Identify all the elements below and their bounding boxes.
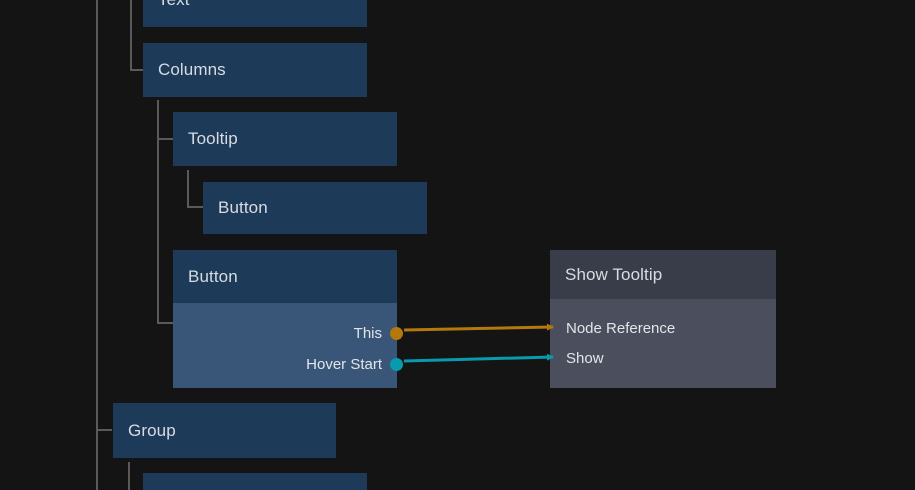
- node-button-body: This Hover Start: [173, 303, 403, 388]
- node-group[interactable]: Group: [113, 403, 336, 458]
- tree-line-level2-spine: [130, 0, 132, 71]
- tree-line-root-spine: [96, 0, 98, 490]
- node-partial-bottom[interactable]: [143, 473, 367, 490]
- this-pin-dot[interactable]: [390, 326, 403, 340]
- output-pin-this[interactable]: This: [353, 323, 403, 343]
- output-pin-hover-start[interactable]: Hover Start: [306, 354, 403, 374]
- node-group-title: Group: [113, 403, 336, 458]
- tree-line-stub-button: [157, 322, 173, 324]
- node-button[interactable]: Button This Hover Start: [173, 250, 403, 388]
- node-show-tooltip-title: Show Tooltip: [550, 250, 776, 299]
- edge-hover-start-to-show: [403, 353, 554, 363]
- tree-line-level4-spine: [187, 170, 189, 208]
- input-pin-show[interactable]: Show: [550, 348, 604, 368]
- tree-line-group-spine: [128, 462, 130, 490]
- node-partial-bottom-title: [143, 473, 367, 490]
- node-button-title: Button: [173, 250, 397, 303]
- tree-line-level3-spine: [157, 100, 159, 324]
- node-button-inner-title: Button: [203, 182, 427, 234]
- output-pin-hover-start-label: Hover Start: [306, 355, 382, 373]
- output-pin-this-label: This: [353, 324, 382, 342]
- input-pin-node-reference[interactable]: Node Reference: [550, 318, 675, 338]
- tree-line-stub-tooltip: [157, 138, 173, 140]
- tree-line-stub-group: [96, 429, 112, 431]
- input-pin-show-label: Show: [566, 349, 604, 367]
- edge-this-to-node-reference: [403, 323, 554, 332]
- node-tooltip[interactable]: Tooltip: [173, 112, 397, 166]
- node-columns[interactable]: Columns: [143, 43, 367, 97]
- node-text[interactable]: Text: [143, 0, 367, 27]
- input-pin-node-reference-label: Node Reference: [566, 319, 676, 337]
- node-columns-title: Columns: [143, 43, 367, 97]
- node-show-tooltip-body: Node Reference Show: [550, 299, 776, 388]
- hover-start-pin-dot[interactable]: [390, 357, 403, 371]
- node-button-inner[interactable]: Button: [203, 182, 427, 234]
- node-tooltip-title: Tooltip: [173, 112, 397, 166]
- tree-line-stub-columns: [130, 69, 144, 71]
- node-text-title: Text: [143, 0, 367, 27]
- node-show-tooltip[interactable]: Show Tooltip Node Reference Show: [550, 250, 776, 388]
- tree-line-stub-inner-button: [187, 206, 203, 208]
